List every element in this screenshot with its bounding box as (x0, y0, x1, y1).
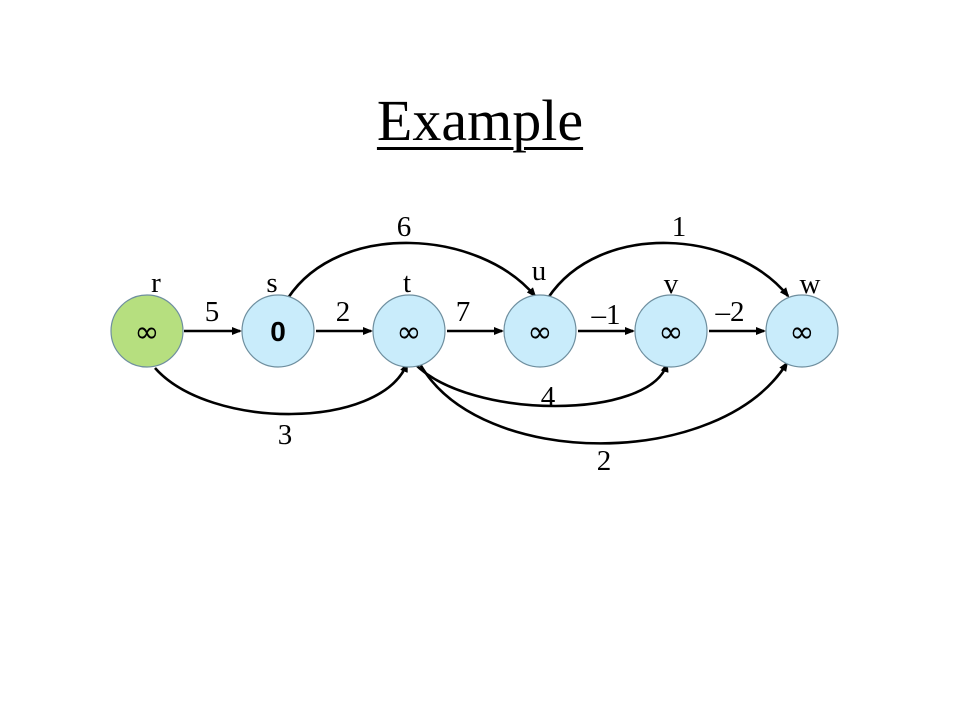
node-t-label: t (403, 267, 411, 299)
edge-t-v (414, 362, 669, 408)
node-s-label: s (266, 267, 277, 299)
weight-t-w: 2 (597, 445, 612, 477)
weight-s-t: 2 (336, 296, 351, 328)
node-u-value: ∞ (528, 315, 553, 350)
node-r-value: ∞ (135, 315, 160, 350)
weight-v-w: –2 (715, 296, 745, 328)
node-w: ∞ w (765, 268, 839, 368)
node-s-value: 0 (270, 316, 286, 347)
weight-s-u: 6 (397, 211, 412, 243)
node-v-circle (634, 294, 708, 368)
node-w-circle (765, 294, 839, 368)
node-s: 0 s (241, 267, 315, 368)
node-t: ∞ t (372, 267, 446, 368)
weight-r-t: 3 (278, 419, 293, 451)
node-u: ∞ u (503, 255, 577, 368)
slide-title: Example (376, 88, 584, 153)
weight-t-u: 7 (456, 296, 471, 328)
node-s-circle (241, 294, 315, 368)
node-r: ∞ r (110, 267, 184, 368)
weight-u-w: 1 (672, 211, 687, 243)
edge-t-w (418, 361, 789, 445)
weight-t-v: 4 (541, 381, 556, 413)
edge-r-t (154, 362, 409, 416)
weight-r-s: 5 (205, 296, 220, 328)
edge-s-u (286, 241, 537, 299)
node-r-label: r (151, 267, 161, 299)
node-u-label: u (532, 255, 547, 287)
edge-u-w (546, 241, 790, 299)
node-v-value: ∞ (659, 315, 684, 350)
weight-u-v: –1 (591, 299, 621, 331)
node-w-label: w (800, 268, 821, 300)
node-t-value: ∞ (397, 315, 422, 350)
node-t-circle (372, 294, 446, 368)
node-w-value: ∞ (790, 315, 815, 350)
node-u-circle (503, 294, 577, 368)
node-v-label: v (664, 268, 679, 300)
node-r-circle (110, 294, 184, 368)
node-v: ∞ v (634, 268, 708, 368)
